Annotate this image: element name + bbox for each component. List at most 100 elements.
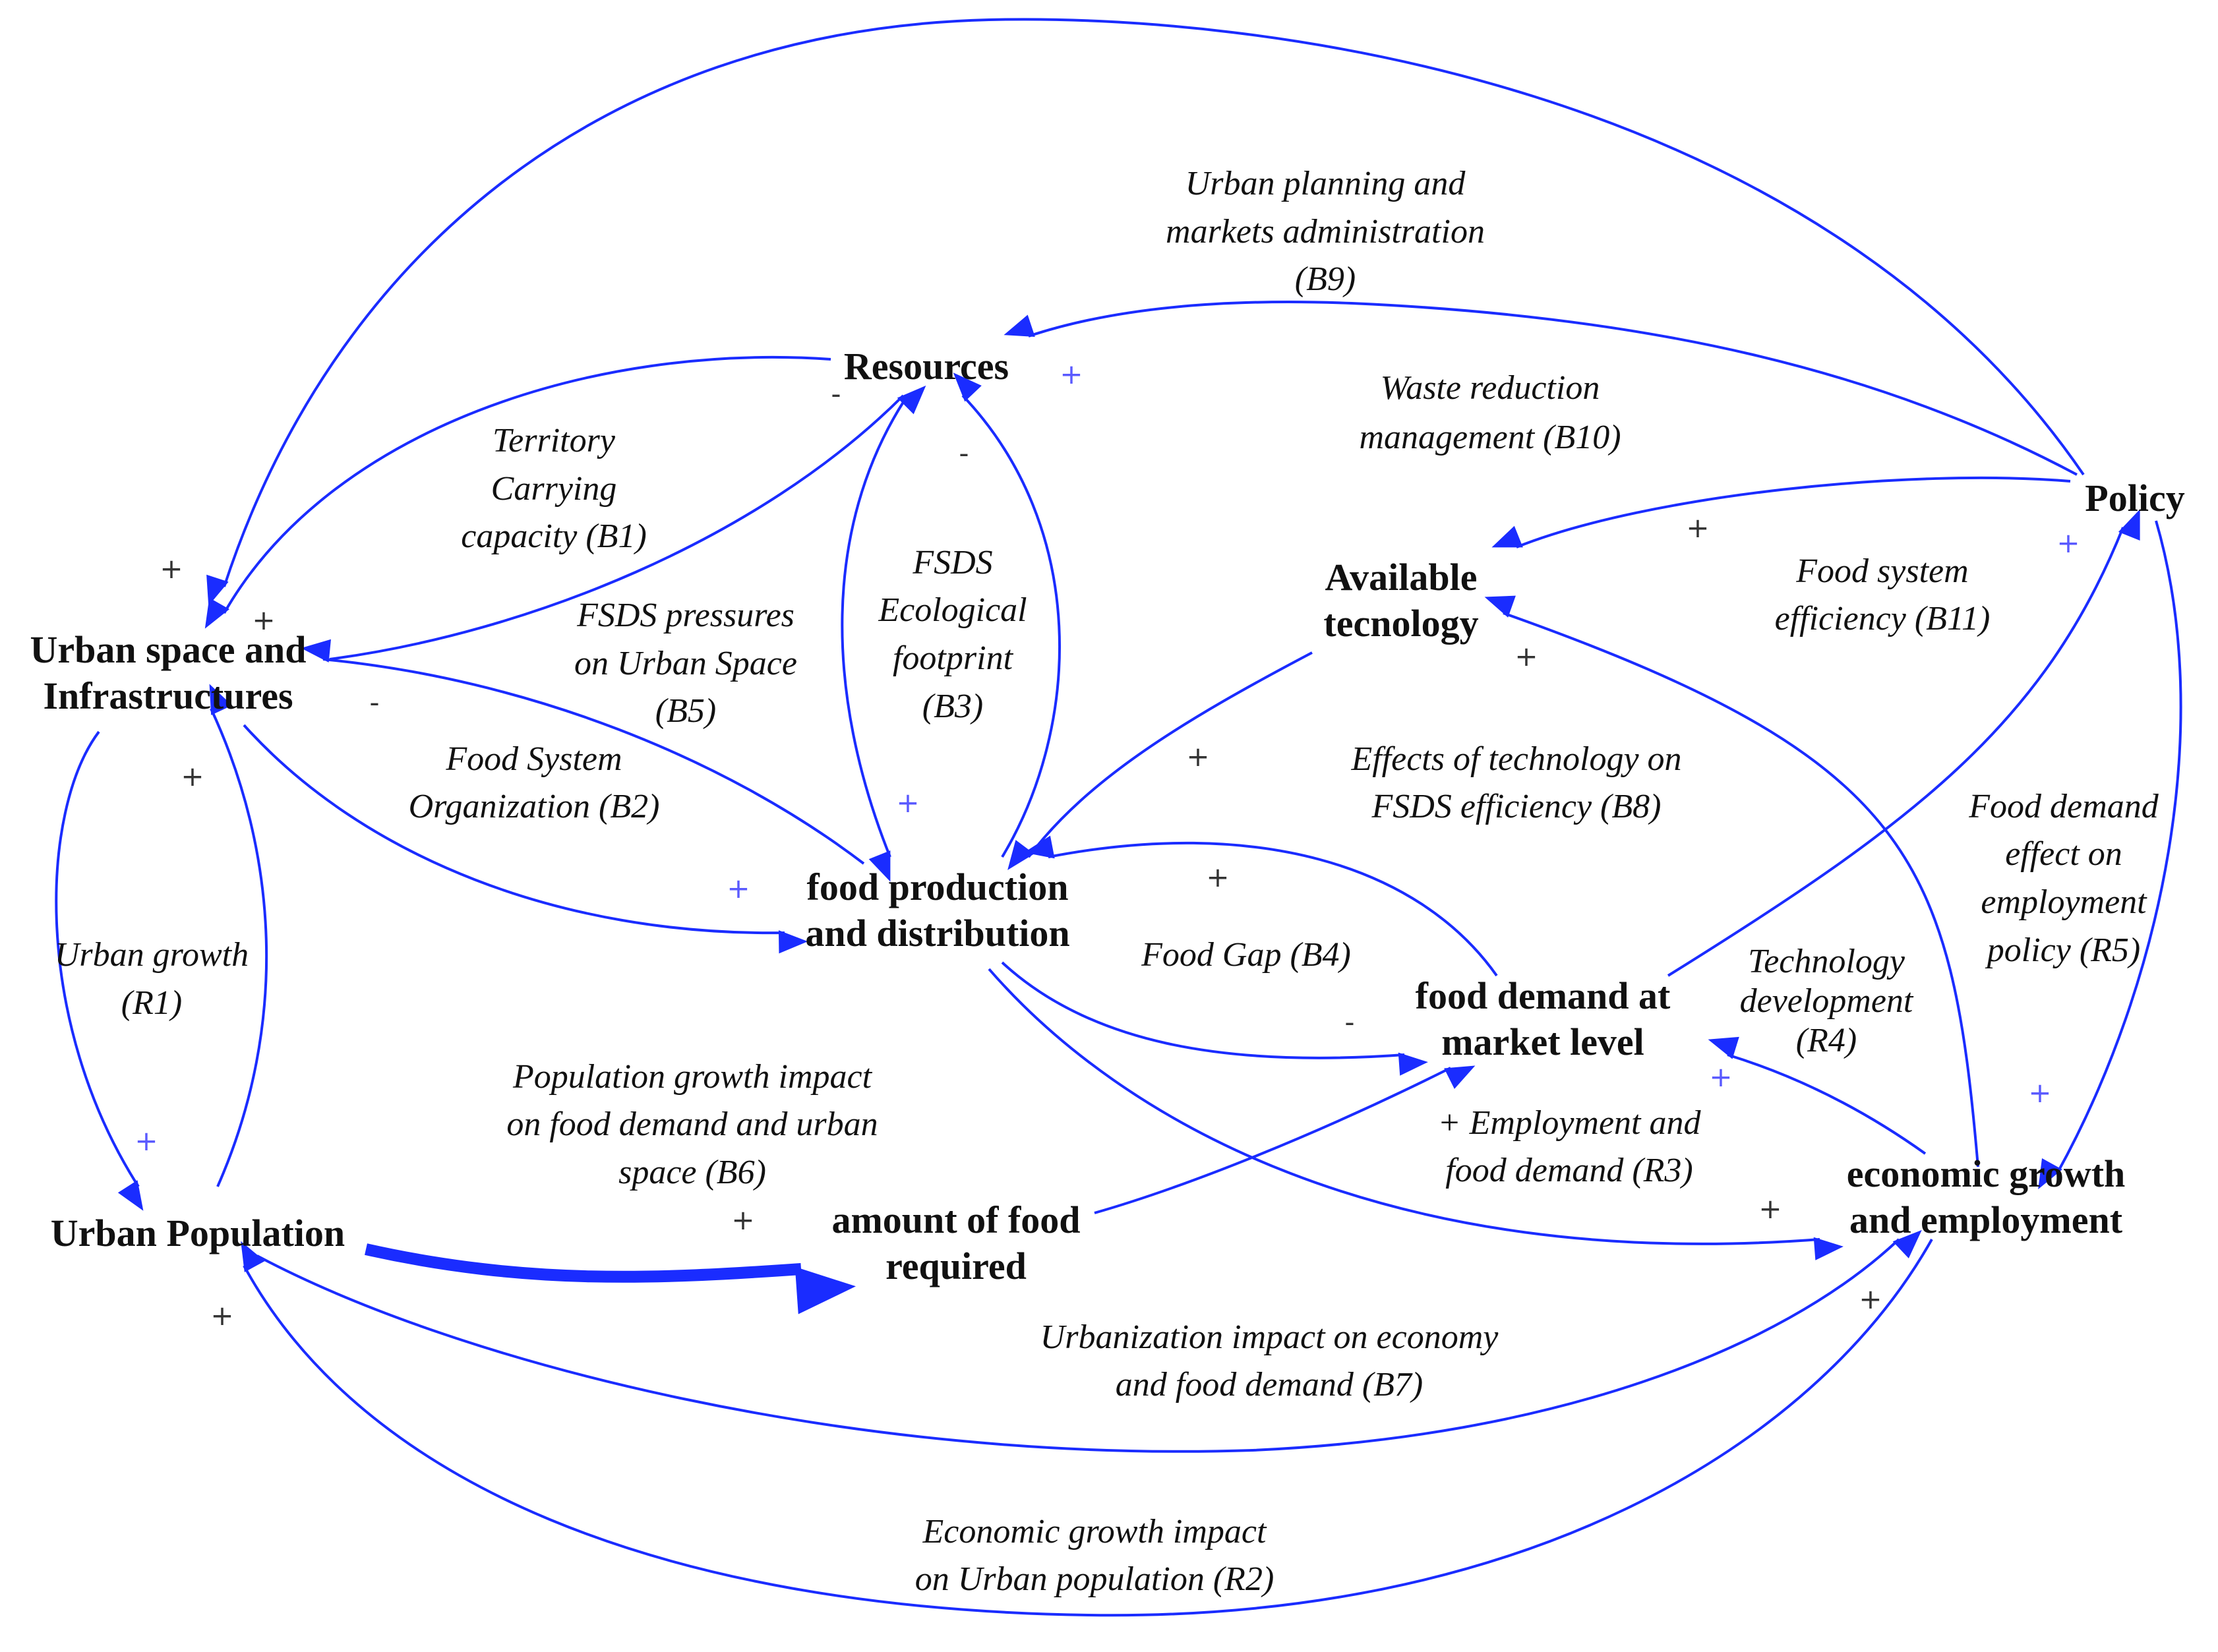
link-food-demand-to-policy bbox=[1667, 509, 2140, 977]
polarity-signs: + - - + + - + + + + + + + + - + + + + + … bbox=[135, 358, 2080, 1332]
links bbox=[55, 18, 2182, 1617]
polarity-sign: + bbox=[2028, 1077, 2051, 1109]
polarity-sign: + bbox=[896, 786, 919, 819]
link-economic-growth-to-available-tech bbox=[1484, 595, 1979, 1167]
node-available-tech-line2: tecnology bbox=[1323, 602, 1478, 645]
loop-b6-line3: space (B6) bbox=[618, 1154, 766, 1191]
link-resources-to-urban-space bbox=[204, 355, 831, 629]
link-food-production-to-food-demand bbox=[1001, 961, 1428, 1076]
link-urban-space-to-urban-population bbox=[55, 730, 144, 1211]
link-amount-food-to-food-demand bbox=[1094, 1065, 1476, 1214]
loop-r1-line2: (R1) bbox=[121, 984, 182, 1022]
loop-b4-line1: Food Gap (B4) bbox=[1141, 936, 1351, 974]
loop-labels: Urban planning and markets administratio… bbox=[55, 165, 2159, 1598]
node-food-production-line1: food production bbox=[807, 866, 1069, 908]
loop-b1-line1: Territory bbox=[493, 422, 616, 459]
loop-r4-line1: Technology bbox=[1748, 943, 1905, 980]
polarity-sign: + bbox=[1186, 740, 1209, 773]
polarity-sign: + bbox=[135, 1125, 158, 1157]
link-available-tech-to-food-production bbox=[1007, 651, 1313, 870]
node-urban-space-line1: Urban space and bbox=[30, 628, 307, 671]
polarity-sign: - bbox=[831, 378, 841, 410]
polarity-sign: + bbox=[160, 552, 183, 585]
link-economic-growth-to-food-demand bbox=[1708, 1036, 1927, 1155]
loop-b7-line1: Urbanization impact on economy bbox=[1040, 1318, 1499, 1356]
polarity-sign: + bbox=[1686, 512, 1709, 544]
link-urban-space-to-resources bbox=[329, 385, 926, 661]
link-food-production-to-urban-space bbox=[301, 639, 865, 865]
loop-b3-line2: Ecological bbox=[878, 591, 1027, 629]
loop-r5-line1: Food demand bbox=[1968, 788, 2159, 825]
polarity-sign: + bbox=[1709, 1061, 1732, 1093]
loop-b11-line1: Food system bbox=[1795, 552, 1968, 590]
polarity-sign: - bbox=[959, 437, 969, 469]
loop-b3-line4: (B3) bbox=[922, 688, 983, 725]
loop-r4-line3: (R4) bbox=[1796, 1022, 1857, 1059]
loop-b6-line2: on food demand and urban bbox=[506, 1106, 878, 1143]
polarity-sign: + bbox=[1514, 640, 1538, 672]
link-policy-to-economic-growth bbox=[2038, 520, 2182, 1190]
polarity-sign: + bbox=[1060, 358, 1083, 390]
link-urban-population-to-amount-food bbox=[365, 1243, 856, 1314]
loop-b1-line2: Carrying bbox=[491, 470, 617, 508]
node-urban-space-line2: Infrastructures bbox=[43, 674, 293, 717]
loop-b8-line2: FSDS efficiency (B8) bbox=[1371, 788, 1662, 825]
node-amount-food-line2: required bbox=[885, 1245, 1027, 1287]
polarity-sign: + bbox=[1206, 861, 1229, 893]
loop-b2-line2: Organization (B2) bbox=[409, 788, 660, 825]
link-urban-population-to-economic-growth bbox=[256, 1229, 1922, 1453]
link-policy-to-available-tech bbox=[1491, 476, 2071, 548]
link-urban-population-to-urban-space bbox=[209, 684, 268, 1187]
loop-b10-line2: management (B10) bbox=[1359, 419, 1621, 456]
link-economic-growth-to-urban-population bbox=[241, 1239, 1933, 1617]
loop-b1-line3: capacity (B1) bbox=[461, 517, 647, 555]
polarity-sign: + bbox=[1859, 1283, 1882, 1315]
loop-b9-line1: Urban planning and bbox=[1185, 165, 1466, 202]
polarity-sign: - bbox=[1344, 1006, 1354, 1038]
link-food-demand-to-food-production bbox=[1024, 835, 1498, 977]
node-economic-growth-line1: economic growth bbox=[1847, 1152, 2126, 1195]
link-food-production-to-economic-growth bbox=[988, 968, 1843, 1260]
node-amount-food-line1: amount of food bbox=[831, 1198, 1080, 1241]
node-available-tech-line1: Available bbox=[1325, 556, 1478, 599]
node-food-demand-line1: food demand at bbox=[1416, 974, 1671, 1017]
loop-b9-line2: markets administration bbox=[1166, 213, 1485, 251]
polarity-sign: + bbox=[727, 872, 750, 904]
loop-r5-line3: employment bbox=[1981, 883, 2147, 921]
link-food-production-to-resources bbox=[953, 372, 1061, 858]
loop-b6-line1: Population growth impact bbox=[512, 1058, 873, 1096]
polarity-sign: + bbox=[252, 604, 275, 636]
node-resources: Resources bbox=[844, 345, 1009, 388]
polarity-sign: - bbox=[369, 686, 379, 719]
loop-b3-line3: footprint bbox=[893, 639, 1014, 677]
polarity-sign: + bbox=[210, 1299, 233, 1332]
loop-r5-line2: effect on bbox=[2005, 835, 2122, 873]
loop-b11-line2: efficiency (B11) bbox=[1775, 600, 1991, 637]
nodes: Resources Urban space and Infrastructure… bbox=[30, 345, 2185, 1287]
node-food-production-line2: and distribution bbox=[805, 912, 1069, 955]
loop-r2-line1: Economic growth impact bbox=[922, 1513, 1267, 1550]
node-food-demand-line2: market level bbox=[1441, 1020, 1644, 1063]
loop-r4-line2: development bbox=[1740, 982, 1914, 1020]
link-resources-to-food-production bbox=[841, 401, 905, 882]
loop-b9-line3: (B9) bbox=[1295, 260, 1356, 298]
loop-b5-line3: (B5) bbox=[655, 692, 716, 730]
loop-r2-line2: on Urban population (R2) bbox=[915, 1560, 1274, 1598]
link-policy-to-urban-space bbox=[206, 18, 2085, 606]
node-economic-growth-line2: and employment bbox=[1849, 1198, 2123, 1241]
polarity-sign: + bbox=[731, 1204, 754, 1236]
loop-r1-line1: Urban growth bbox=[55, 936, 249, 974]
link-urban-space-to-food-production bbox=[243, 724, 808, 954]
loop-b3-line1: FSDS bbox=[912, 544, 992, 581]
polarity-sign: + bbox=[181, 760, 204, 792]
node-urban-population: Urban Population bbox=[51, 1212, 345, 1254]
polarity-sign: + bbox=[1758, 1193, 1782, 1225]
loop-b2-line1: Food System bbox=[445, 740, 622, 778]
loop-b5-line2: on Urban Space bbox=[574, 645, 797, 682]
loop-b8-line1: Effects of technology on bbox=[1350, 740, 1681, 778]
loop-b10-line1: Waste reduction bbox=[1381, 369, 1600, 407]
polarity-sign: + bbox=[2056, 527, 2080, 559]
loop-r3-line1: + Employment and bbox=[1437, 1104, 1701, 1142]
loop-b5-line1: FSDS pressures bbox=[576, 597, 794, 634]
